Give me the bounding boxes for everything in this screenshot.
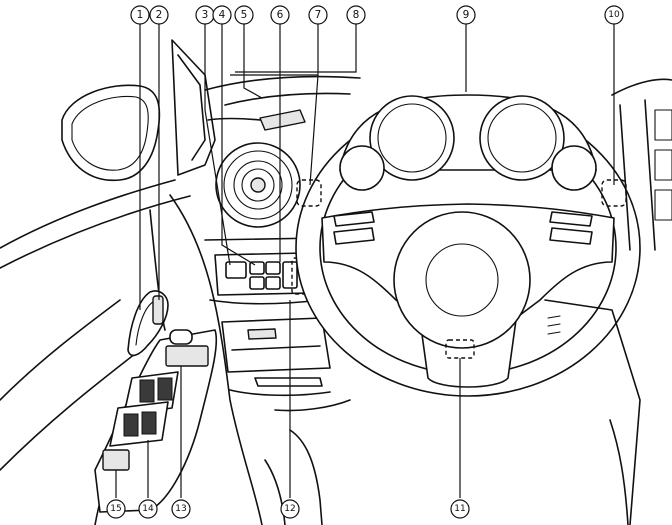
svg-text:12: 12 [284,504,295,514]
svg-text:4: 4 [219,9,226,21]
svg-text:8: 8 [353,9,360,21]
callout-3: 3 [195,5,215,25]
switch-button-d[interactable] [249,276,265,290]
switch-button-f[interactable] [282,261,298,289]
callout-12: 12 [280,499,300,519]
dashboard-top [204,75,361,131]
window-switch-panel [94,329,218,513]
callout-11: 11 [450,499,470,519]
svg-text:14: 14 [142,504,154,514]
svg-text:6: 6 [277,9,284,21]
window-lock-switch[interactable] [165,345,209,367]
horn-marker [445,339,475,359]
switch-button-e[interactable] [265,276,281,290]
window-switch-front-right[interactable] [157,377,173,401]
instrument-cluster [339,94,597,191]
center-console [544,78,672,525]
window-switch-front-left[interactable] [139,379,155,403]
callout-1: 1 [130,5,150,25]
side-mirror [61,84,161,182]
callout-10: 10 [604,5,624,25]
callout-5: 5 [234,5,254,25]
switch-button-a[interactable] [225,261,247,279]
callout-14: 14 [138,499,158,519]
power-door-lock-switch[interactable] [102,449,130,471]
left-paddle-marker [296,179,322,207]
leader-lines [115,24,615,498]
svg-text:1: 1 [137,9,144,21]
svg-text:3: 3 [202,9,209,21]
callout-13: 13 [171,499,191,519]
panel-knob [169,329,193,345]
switch-button-c[interactable] [265,261,281,275]
svg-text:7: 7 [315,9,322,21]
svg-text:5: 5 [241,9,248,21]
callout-4: 4 [212,5,232,25]
right-cruise-switch[interactable] [549,211,593,227]
callout-8: 8 [346,5,366,25]
svg-text:10: 10 [608,10,620,20]
window-switch-rear-right[interactable] [141,411,157,435]
svg-text:9: 9 [463,9,470,21]
callout-9: 9 [456,5,476,25]
callout-6: 6 [270,5,290,25]
svg-text:11: 11 [454,504,465,514]
callout-2: 2 [149,5,169,25]
glove-box [221,317,331,387]
svg-text:2: 2 [156,9,163,21]
switch-button-b[interactable] [249,261,265,275]
svg-text:13: 13 [175,504,186,514]
air-vent-left [215,142,301,228]
callout-15: 15 [106,499,126,519]
knee-panel [229,389,351,525]
callout-7: 7 [308,5,328,25]
window-switch-rear-left[interactable] [123,413,139,437]
left-audio-switch[interactable] [333,211,375,227]
door-handle [127,290,169,357]
a-pillar [171,39,216,176]
svg-text:15: 15 [110,504,121,514]
